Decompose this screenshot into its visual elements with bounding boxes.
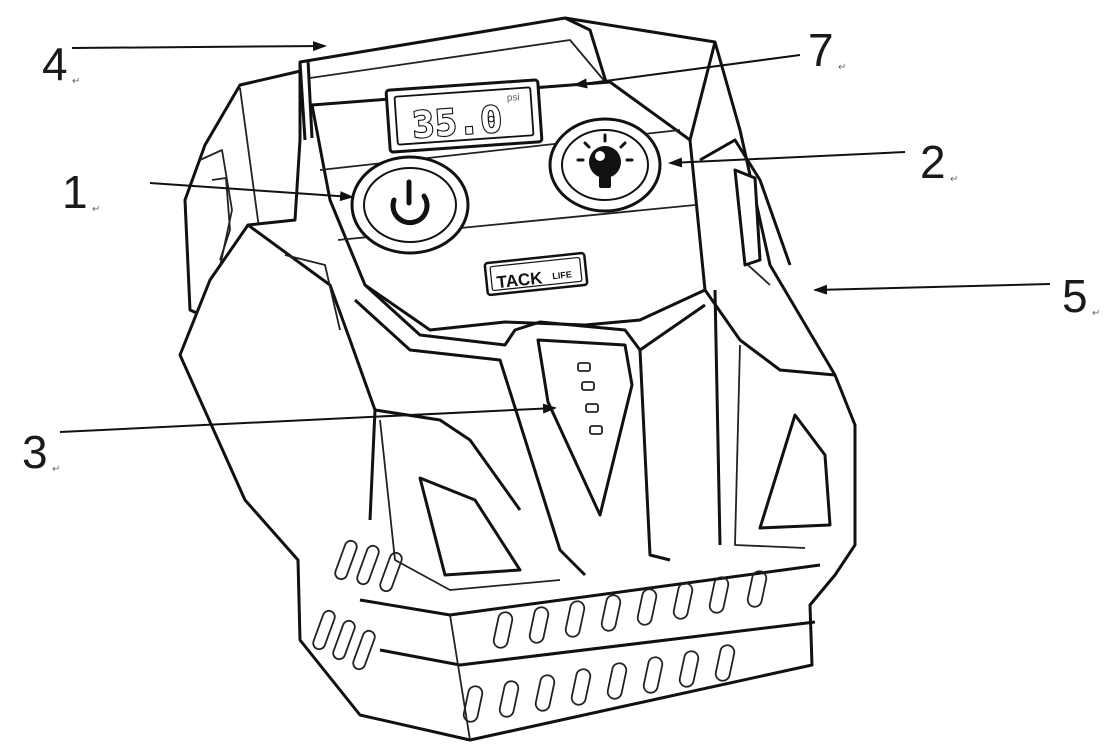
power-icon	[390, 179, 430, 226]
logo-suffix: LIFE	[552, 269, 572, 281]
vent-row-lower	[462, 644, 736, 723]
brand-logo: TACK LIFE	[483, 251, 589, 297]
callout-5: 5	[1062, 270, 1088, 322]
callout-2-mark: ↵	[950, 174, 958, 185]
callout-7-mark: ↵	[838, 62, 846, 73]
leader-2	[668, 151, 906, 168]
indicator-led-2	[581, 381, 595, 391]
logo-brand: TACK	[496, 268, 544, 292]
leader-7	[573, 54, 801, 89]
pressure-indicator-strip	[536, 338, 634, 517]
indicator-led-4	[589, 425, 603, 435]
lcd-unit: psi	[506, 92, 520, 104]
callout-3-mark: ↵	[52, 464, 60, 475]
callout-2: 2	[920, 136, 946, 188]
leader-4	[71, 41, 327, 52]
leader-3	[59, 403, 557, 433]
callout-3: 3	[22, 426, 48, 478]
left-vent-triangle	[418, 476, 522, 577]
lcd-display: 35.0 psi	[384, 78, 544, 154]
callout-4: 4	[42, 38, 68, 90]
leader-1	[149, 182, 354, 202]
callout-labels: 1 ↵ 2 ↵ 3 ↵ 4 ↵ 5 ↵ 7 ↵	[22, 24, 1100, 478]
vent-side-left	[312, 539, 403, 671]
leader-lines	[59, 41, 1051, 433]
lcd-reading: 35.0	[411, 99, 504, 146]
right-vent-triangle	[758, 413, 832, 530]
leader-5	[813, 283, 1051, 295]
callout-7: 7	[808, 24, 834, 76]
power-button[interactable]	[350, 155, 470, 255]
indicator-led-1	[577, 362, 591, 372]
light-bulb-icon	[576, 133, 634, 188]
callout-1-mark: ↵	[92, 204, 100, 215]
callout-1: 1	[62, 166, 88, 218]
callout-5-mark: ↵	[1092, 308, 1100, 319]
indicator-led-3	[585, 403, 599, 413]
callout-4-mark: ↵	[72, 76, 80, 87]
vent-row-upper	[492, 570, 768, 649]
light-button[interactable]	[548, 117, 662, 213]
